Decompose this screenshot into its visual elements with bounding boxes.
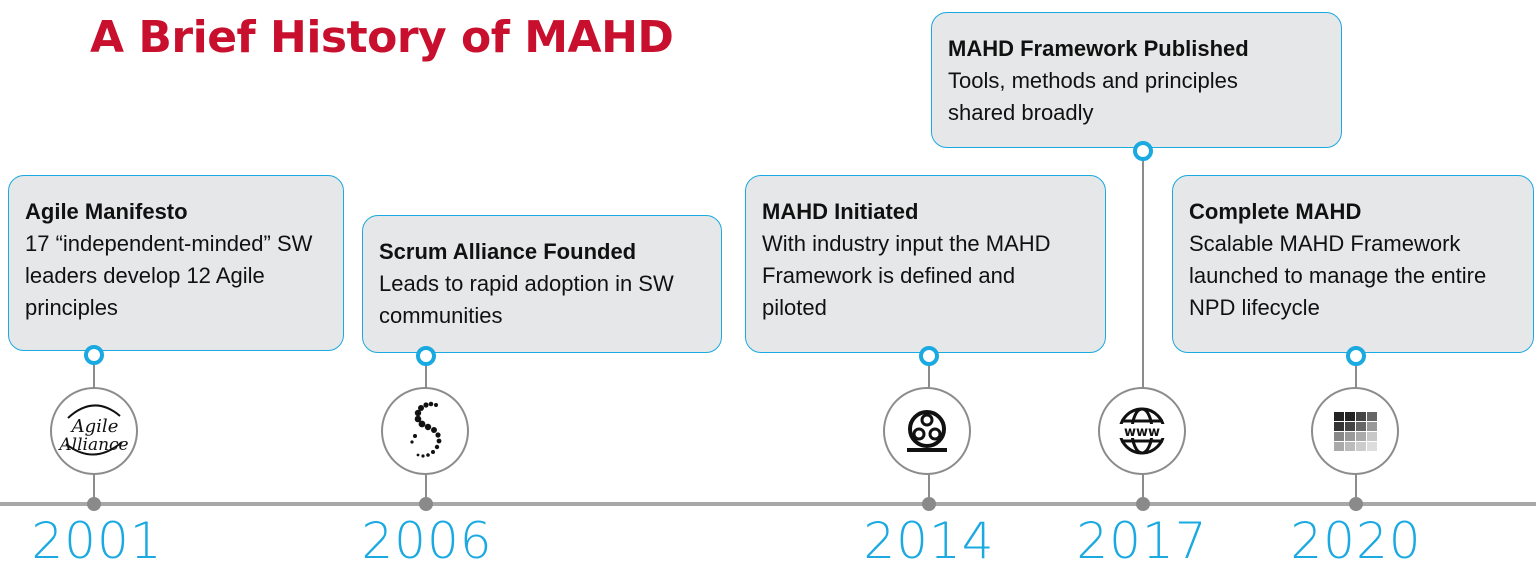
event-card-2006: Scrum Alliance Founded Leads to rapid ad… <box>362 215 722 353</box>
event-description: Scalable MAHD Framework launched to mana… <box>1189 231 1487 320</box>
connector-ring <box>1346 346 1366 366</box>
year-label-2001: 2001 <box>31 512 163 570</box>
connector-ring <box>84 345 104 365</box>
year-label-2017: 2017 <box>1076 512 1208 570</box>
connector-ring <box>1133 141 1153 161</box>
event-description: 17 “independent-minded” SW leaders devel… <box>25 231 313 320</box>
film-reel-icon <box>883 387 971 475</box>
event-title: MAHD Initiated <box>762 199 919 224</box>
timeline-dot <box>1136 497 1150 511</box>
agile-logo-text-top: Agile <box>70 416 119 437</box>
timeline-dot <box>922 497 936 511</box>
year-label-2014: 2014 <box>863 512 995 570</box>
event-description: With industry input the MAHD Framework i… <box>762 231 1051 320</box>
grid-squares-icon <box>1311 387 1399 475</box>
timeline-dot <box>87 497 101 511</box>
connector-ring <box>416 346 436 366</box>
event-title: Agile Manifesto <box>25 199 188 224</box>
event-card-2001: Agile Manifesto 17 “independent-minded” … <box>8 175 344 351</box>
event-title: Complete MAHD <box>1189 199 1362 224</box>
event-card-2020: Complete MAHD Scalable MAHD Framework la… <box>1172 175 1534 353</box>
year-label-2020: 2020 <box>1290 512 1422 570</box>
timeline-dot <box>419 497 433 511</box>
globe-www-icon: www <box>1098 387 1186 475</box>
scrum-alliance-dots-icon <box>381 387 469 475</box>
event-title: MAHD Framework Published <box>948 36 1249 61</box>
timeline-baseline <box>0 502 1536 506</box>
year-label-2006: 2006 <box>361 512 493 570</box>
event-title: Scrum Alliance Founded <box>379 239 637 264</box>
event-card-2014: MAHD Initiated With industry input the M… <box>745 175 1106 353</box>
www-text: www <box>1124 425 1160 440</box>
timeline-stem <box>1142 153 1144 506</box>
timeline-dot <box>1349 497 1363 511</box>
page-title: A Brief History of MAHD <box>90 12 674 63</box>
event-description: Leads to rapid adoption in SW communitie… <box>379 271 674 328</box>
agile-alliance-logo-icon: Agile Alliance <box>50 387 138 475</box>
event-card-2017: MAHD Framework Published Tools, methods … <box>931 12 1342 148</box>
event-description: Tools, methods and principles shared bro… <box>948 68 1238 125</box>
connector-ring <box>919 346 939 366</box>
